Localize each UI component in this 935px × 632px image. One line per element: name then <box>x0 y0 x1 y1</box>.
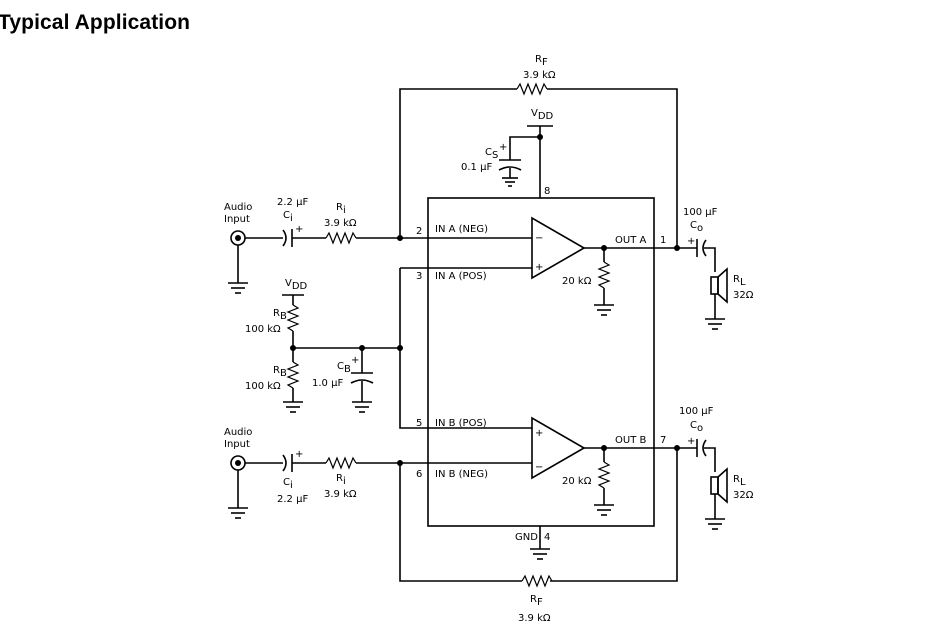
cb-plus: + <box>351 355 359 366</box>
rf-bottom-name: RF <box>530 594 543 608</box>
pin-out-a-label: OUT A <box>615 235 646 246</box>
rf-top-name: RF <box>535 54 548 68</box>
rb-top-name: RB <box>273 308 287 322</box>
pin-8-number: 8 <box>544 186 550 197</box>
ci-a-name: Ci <box>283 210 293 224</box>
resistor-rf-bottom <box>521 574 553 588</box>
pin-in-b-pos-label: IN B (POS) <box>435 418 487 429</box>
pin-gnd-label: GND <box>515 532 538 543</box>
ground-rb <box>283 388 303 413</box>
vdd-bias-label: VDD <box>285 278 308 292</box>
audio-input-a-jack <box>228 230 248 294</box>
resistor-load-b <box>597 461 611 489</box>
rl-b-name: RL <box>733 474 746 488</box>
co-b-plus: + <box>687 436 695 447</box>
pin-in-b-neg-label: IN B (NEG) <box>435 469 488 480</box>
co-a-value: 100 μF <box>683 207 718 218</box>
ci-a-plus: + <box>295 224 303 235</box>
feedback-wire-bottom <box>399 448 678 582</box>
rb-top-value: 100 kΩ <box>245 324 281 335</box>
vdd-supply-top <box>498 125 553 198</box>
vdd-top-label: VDD <box>531 108 554 122</box>
ri-b-name: Ri <box>336 473 346 487</box>
speaker-rl-a <box>705 267 728 330</box>
capacitor-co-b <box>696 439 707 457</box>
op-amp-a-minus: − <box>535 233 543 244</box>
rb-bottom-value: 100 kΩ <box>245 381 281 392</box>
cs-plus: + <box>499 142 507 153</box>
audio-input-b-line1: Audio <box>224 427 252 438</box>
capacitor-ci-b <box>282 454 293 472</box>
resistor-ri-a <box>325 231 357 245</box>
op-amp-b-plus: + <box>535 428 543 439</box>
feedback-wire-top <box>399 88 678 248</box>
co-b-name: Co <box>690 420 703 434</box>
ri-a-value: 3.9 kΩ <box>324 218 357 229</box>
ri-b-value: 3.9 kΩ <box>324 489 357 500</box>
co-b-value: 100 μF <box>679 406 714 417</box>
resistor-rb-bottom <box>286 361 300 389</box>
vdd-bias-supply <box>282 294 304 305</box>
ci-a-value: 2.2 μF <box>277 197 308 208</box>
rload-a-value: 20 kΩ <box>562 276 592 287</box>
rf-top-value: 3.9 kΩ <box>523 70 556 81</box>
pin-1-number: 1 <box>660 235 666 246</box>
pin-out-b-label: OUT B <box>615 435 646 446</box>
page-title: Typical Application <box>0 11 191 34</box>
cb-name: CB <box>337 361 351 375</box>
audio-input-a-line2: Input <box>224 214 250 225</box>
co-a-plus: + <box>687 236 695 247</box>
pin-6-number: 6 <box>416 469 422 480</box>
cs-name: CS <box>485 147 498 161</box>
rl-a-name: RL <box>733 274 746 288</box>
ci-b-name: Ci <box>283 477 293 491</box>
op-amp-b-minus: − <box>535 462 543 473</box>
audio-input-b-line2: Input <box>224 439 250 450</box>
rl-b-value: 32Ω <box>733 490 754 501</box>
rl-a-value: 32Ω <box>733 290 754 301</box>
resistor-rb-top <box>286 304 300 332</box>
capacitor-cb <box>350 348 374 413</box>
pin-4-number: 4 <box>544 532 550 543</box>
ground-load-a <box>594 288 614 316</box>
pin-2-number: 2 <box>416 226 422 237</box>
ground-ic <box>530 526 550 560</box>
co-a-name: Co <box>690 220 703 234</box>
audio-input-a-line1: Audio <box>224 202 252 213</box>
ground-load-b <box>594 488 614 516</box>
speaker-rl-b <box>705 467 728 530</box>
ci-b-value: 2.2 μF <box>277 494 308 505</box>
pin-3-number: 3 <box>416 271 422 282</box>
rb-bottom-name: RB <box>273 365 287 379</box>
pin-7-number: 7 <box>660 435 666 446</box>
rf-bottom-value: 3.9 kΩ <box>518 613 551 624</box>
pin-in-a-pos-label: IN A (POS) <box>435 271 487 282</box>
capacitor-ci-a <box>282 229 293 247</box>
resistor-rf-top <box>516 82 548 96</box>
audio-input-b-jack <box>228 455 248 519</box>
resistor-ri-b <box>325 456 357 470</box>
op-amp-b: + − <box>531 416 586 480</box>
op-amp-a-plus: + <box>535 262 543 273</box>
capacitor-co-a <box>696 239 707 257</box>
ri-a-name: Ri <box>336 202 346 216</box>
pin-5-number: 5 <box>416 418 422 429</box>
ic-package <box>427 197 655 527</box>
cs-value: 0.1 μF <box>461 162 492 173</box>
pin-in-a-neg-label: IN A (NEG) <box>435 224 488 235</box>
ci-b-plus: + <box>295 449 303 460</box>
rload-b-value: 20 kΩ <box>562 476 592 487</box>
resistor-load-a <box>597 261 611 289</box>
cb-value: 1.0 μF <box>312 378 343 389</box>
op-amp-a: − + <box>531 216 586 280</box>
